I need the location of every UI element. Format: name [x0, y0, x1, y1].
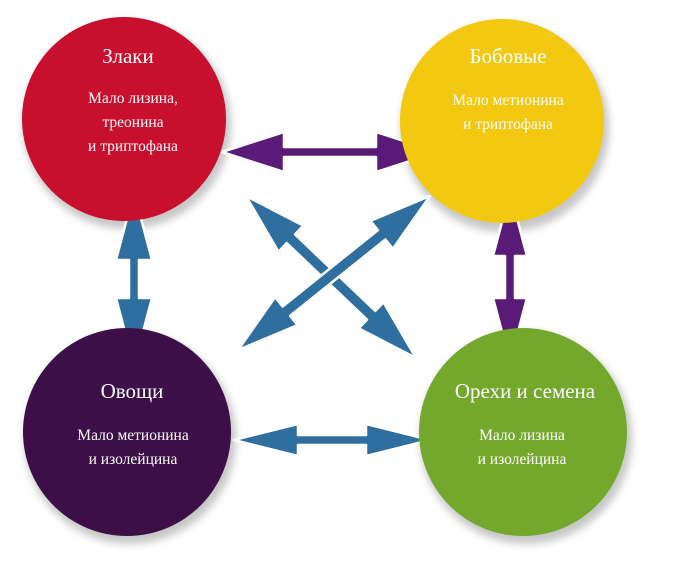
- legumes-circle: [400, 19, 604, 223]
- arrow-vegetables-legumes: [236, 194, 432, 352]
- nuts-title: Орехи и семена: [455, 379, 596, 403]
- legumes-desc-line-1: Мало метионина: [452, 92, 564, 109]
- arrow-vegetables-nuts: [232, 422, 432, 458]
- grains-title: Злаки: [102, 44, 154, 68]
- vegetables-title: Овощи: [101, 379, 164, 403]
- vegetables-circle: [23, 328, 231, 536]
- grains-desc-line-1: Мало лизина,: [88, 90, 178, 107]
- grains-circle: [22, 17, 226, 221]
- vegetables-desc-line-1: Мало метионина: [77, 427, 189, 444]
- nuts-desc-line-1: Мало лизина: [479, 427, 565, 444]
- vegetables-desc-line-2: и изолейцина: [89, 451, 178, 468]
- nuts-circle: [419, 328, 627, 536]
- grains-desc-line-2: треонина: [102, 114, 163, 131]
- arrows-layer: [114, 130, 529, 458]
- legumes-title: Бобовые: [469, 44, 546, 68]
- grains-desc-line-3: и триптофана: [88, 138, 178, 155]
- legumes-desc-line-2: и триптофана: [463, 116, 553, 133]
- nuts-desc-line-2: и изолейцина: [478, 451, 567, 468]
